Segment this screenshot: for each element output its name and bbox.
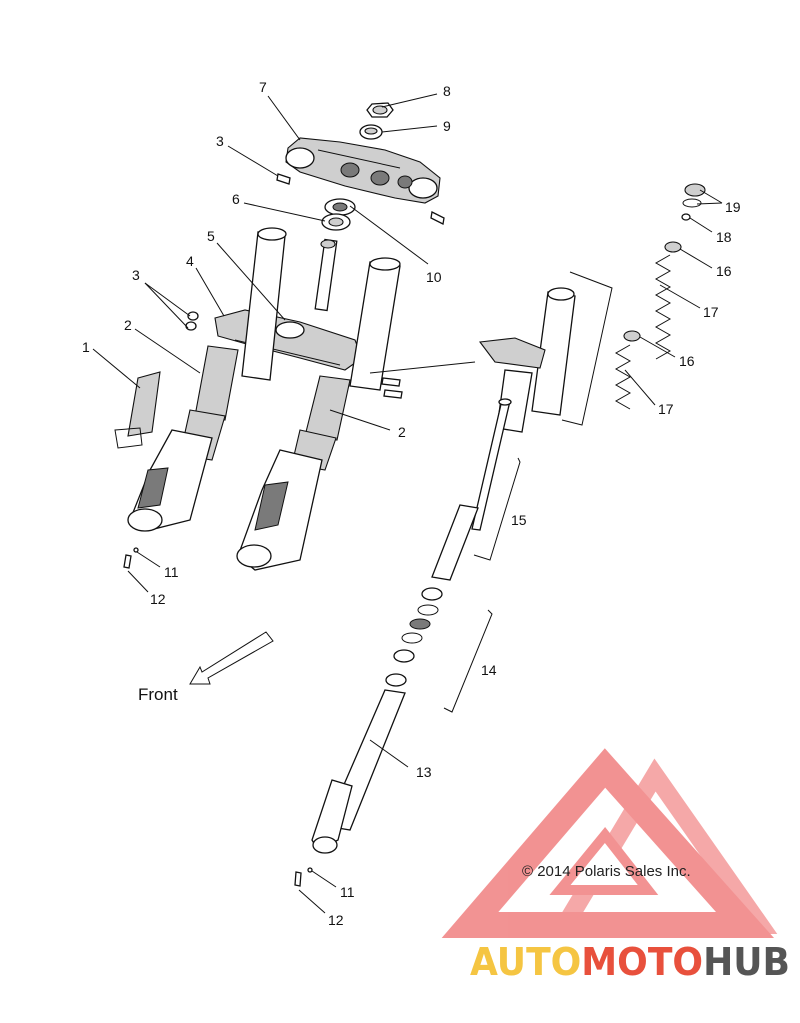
watermark-hub: HUB	[703, 940, 790, 984]
washer-9	[359, 124, 383, 140]
bolt-3-top	[276, 173, 445, 225]
svg-text:AUTOMOTOHUB: AUTOMOTOHUB	[470, 940, 790, 984]
callout-16-top: 16	[716, 263, 732, 279]
callout-17-mid: 17	[658, 401, 674, 417]
spring-17-upper	[654, 254, 672, 360]
callout-4: 4	[186, 253, 194, 269]
callout-2-left: 2	[124, 317, 132, 333]
bolt-3-left	[185, 311, 199, 331]
watermark-text: AUTOMOTOHUB	[470, 940, 790, 984]
fork-cap	[681, 183, 706, 221]
callout-3-top: 3	[216, 133, 224, 149]
callout-5: 5	[207, 228, 215, 244]
watermark-triangle-core	[549, 826, 659, 895]
watermark-auto: AUTO	[470, 940, 581, 984]
spacer-16-top	[664, 241, 682, 253]
right-fork-leg	[236, 257, 401, 571]
callout-9: 9	[443, 118, 451, 134]
watermark-moto: MOTO	[581, 940, 703, 984]
assembly-bracket	[561, 271, 613, 426]
leader-lines	[92, 93, 723, 914]
bearing-6	[321, 198, 356, 231]
spring-17-lower	[614, 344, 632, 410]
pin-11-12-bottom	[294, 867, 313, 887]
callout-11-left: 11	[164, 564, 179, 580]
damper-rod	[431, 398, 512, 581]
callout-11-bottom: 11	[340, 884, 355, 900]
callout-6: 6	[232, 191, 240, 207]
exploded-fork-tube	[478, 287, 576, 433]
bolt-pair	[381, 377, 403, 399]
callout-16-mid: 16	[679, 353, 695, 369]
callout-3-left: 3	[132, 267, 140, 283]
callout-12-bottom: 12	[328, 912, 344, 928]
front-arrow	[189, 631, 274, 685]
callout-labels: 7 8 9 3 6 10 5 4 3 2 1 2 11 12 19 18 16 …	[82, 79, 741, 928]
callout-12-left: 12	[150, 591, 166, 607]
copyright-notice: © 2014 Polaris Sales Inc.	[522, 863, 691, 880]
lower-slider	[311, 689, 406, 854]
callout-10: 10	[426, 269, 442, 285]
watermark-logo	[441, 748, 778, 938]
left-fork-leg	[127, 227, 287, 532]
callout-19: 19	[725, 199, 741, 215]
callout-2-right: 2	[398, 424, 406, 440]
front-label: Front	[138, 685, 178, 704]
lower-triple-clamp	[214, 309, 363, 371]
spacer-16-mid	[623, 330, 641, 342]
clip-1	[114, 371, 161, 449]
callout-18: 18	[716, 229, 732, 245]
callout-1: 1	[82, 339, 90, 355]
callout-7: 7	[259, 79, 267, 95]
callout-15: 15	[511, 512, 527, 528]
bracket-14	[443, 609, 493, 713]
steering-stem	[314, 238, 338, 312]
nut-8	[366, 102, 394, 118]
callout-13: 13	[416, 764, 432, 780]
top-triple-clamp	[285, 137, 441, 204]
callout-14: 14	[481, 662, 497, 678]
bracket-15	[473, 457, 521, 561]
callout-8: 8	[443, 83, 451, 99]
callout-17-top: 17	[703, 304, 719, 320]
pin-11-12-left	[123, 547, 139, 569]
seal-stack	[385, 587, 443, 687]
